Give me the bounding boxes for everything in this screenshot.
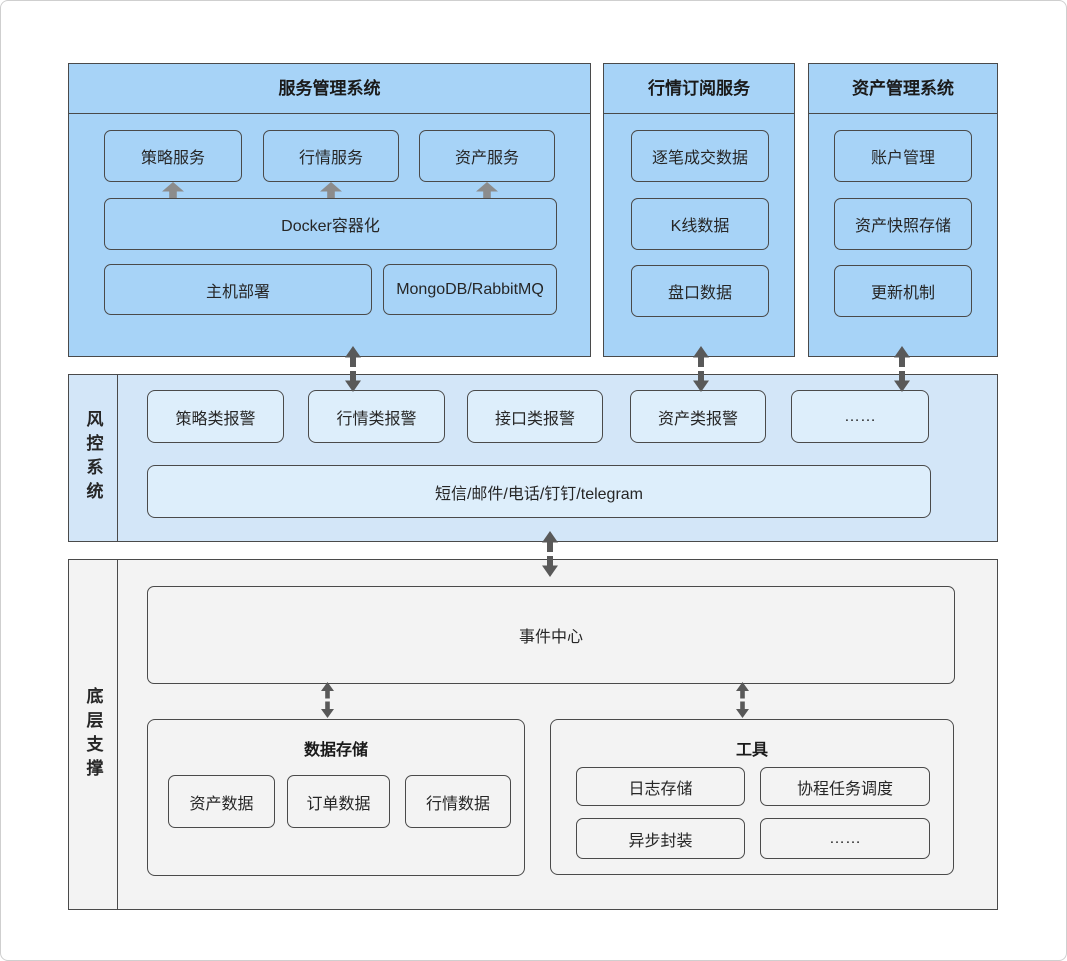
double-arrow-icon xyxy=(542,531,558,577)
more-alarm-box: …… xyxy=(791,390,929,443)
data-storage-title: 数据存储 xyxy=(303,742,368,759)
service-management-title: 服务管理系统 xyxy=(69,64,590,114)
market-service-box: 行情服务 xyxy=(263,130,399,182)
asset-management-panel: 资产管理系统 账户管理 资产快照存储 更新机制 xyxy=(808,63,998,357)
orderbook-data-box: 盘口数据 xyxy=(631,265,769,317)
asset-snapshot-box: 资产快照存储 xyxy=(834,198,972,250)
risk-label-column: 风控系统 xyxy=(69,375,118,541)
host-deploy-box: 主机部署 xyxy=(104,264,372,315)
double-arrow-icon xyxy=(894,346,910,392)
double-arrow-icon xyxy=(736,682,749,718)
interface-alarm-box: 接口类报警 xyxy=(467,390,603,443)
support-label-column: 底层支撑 xyxy=(69,560,118,909)
account-mgmt-box: 账户管理 xyxy=(834,130,972,182)
foundation-support-label: 底层支撑 xyxy=(83,686,103,783)
docker-box: Docker容器化 xyxy=(104,198,557,250)
up-arrow-icon xyxy=(476,182,498,198)
tools-title: 工具 xyxy=(735,742,768,759)
risk-control-label: 风控系统 xyxy=(83,410,103,506)
market-subscription-title: 行情订阅服务 xyxy=(604,64,794,114)
market-alarm-box: 行情类报警 xyxy=(308,390,445,443)
data-storage-panel: 数据存储 资产数据 订单数据 行情数据 xyxy=(147,719,525,876)
strategy-alarm-box: 策略类报警 xyxy=(147,390,284,443)
order-data-box: 订单数据 xyxy=(287,775,390,828)
service-management-panel: 服务管理系统 策略服务 行情服务 资产服务 Docker容器化 主机部署 Mon… xyxy=(68,63,591,357)
update-mechanism-box: 更新机制 xyxy=(834,265,972,317)
foundation-support-section: 底层支撑 事件中心 数据存储 资产数据 订单数据 行情数据 工具 日志存储 协程… xyxy=(68,559,998,910)
tools-panel: 工具 日志存储 协程任务调度 异步封装 …… xyxy=(550,719,954,875)
event-center-box: 事件中心 xyxy=(147,586,955,684)
async-wrapper-box: 异步封装 xyxy=(576,818,745,859)
asset-alarm-box: 资产类报警 xyxy=(630,390,766,443)
double-arrow-icon xyxy=(693,346,709,392)
market-subscription-panel: 行情订阅服务 逐笔成交数据 K线数据 盘口数据 xyxy=(603,63,795,357)
strategy-service-box: 策略服务 xyxy=(104,130,242,182)
kline-data-box: K线数据 xyxy=(631,198,769,250)
double-arrow-icon xyxy=(321,682,334,718)
log-storage-box: 日志存储 xyxy=(576,767,745,806)
more-tools-box: …… xyxy=(760,818,930,859)
up-arrow-icon xyxy=(162,182,184,198)
asset-data-box: 资产数据 xyxy=(168,775,275,828)
up-arrow-icon xyxy=(320,182,342,198)
asset-service-box: 资产服务 xyxy=(419,130,555,182)
mongodb-rabbitmq-box: MongoDB/RabbitMQ xyxy=(383,264,557,315)
market-data-box: 行情数据 xyxy=(405,775,511,828)
tick-data-box: 逐笔成交数据 xyxy=(631,130,769,182)
asset-management-title: 资产管理系统 xyxy=(809,64,997,114)
risk-control-section: 风控系统 策略类报警 行情类报警 接口类报警 资产类报警 …… 短信/邮件/电话… xyxy=(68,374,998,542)
notification-channels-box: 短信/邮件/电话/钉钉/telegram xyxy=(147,465,931,518)
double-arrow-icon xyxy=(345,346,361,392)
coroutine-scheduler-box: 协程任务调度 xyxy=(760,767,930,806)
